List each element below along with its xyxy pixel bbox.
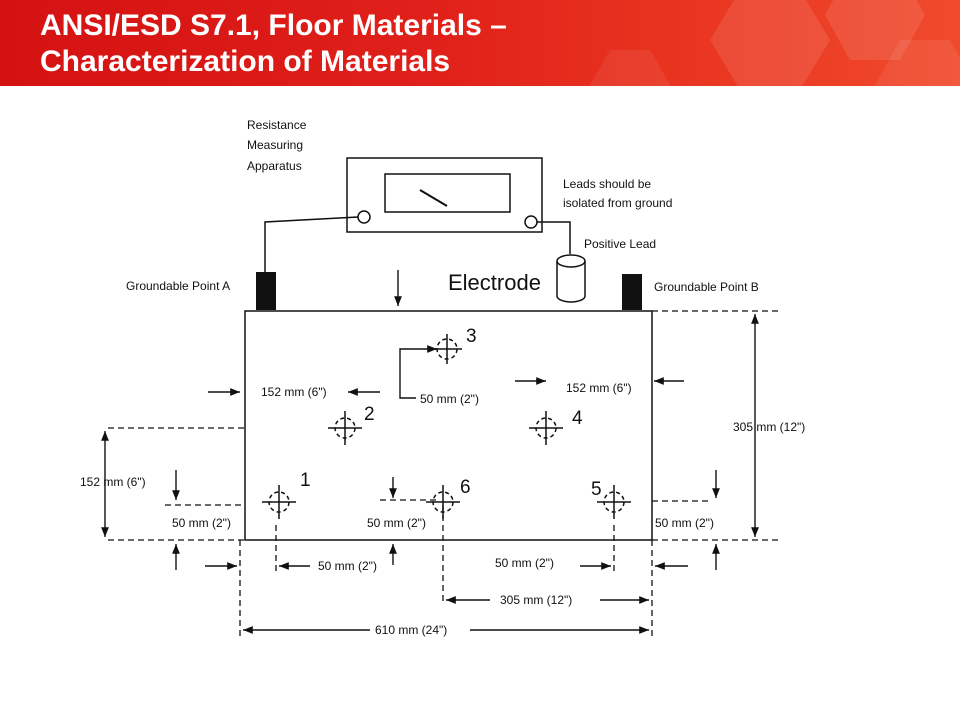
dim-50-bottom-right: 50 mm (2") — [495, 556, 554, 570]
meter-dial — [384, 173, 511, 213]
floor-sample — [244, 310, 653, 541]
test-point-5-mark — [597, 485, 631, 519]
meter-terminal-left — [357, 210, 371, 224]
page-title-line1: ANSI/ESD S7.1, Floor Materials – — [40, 9, 507, 42]
dim-152-side: 152 mm (6") — [80, 475, 146, 489]
groundable-point-a-block — [256, 272, 276, 310]
dim-50-right-bottom: 50 mm (2") — [655, 516, 714, 530]
dim-50-left-bottom: 50 mm (2") — [172, 516, 231, 530]
groundable-point-b-block — [622, 274, 642, 310]
test-point-4-label: 4 — [572, 408, 583, 429]
test-point-4-mark — [529, 411, 563, 445]
banner-hex-pattern — [590, 0, 960, 86]
positive-lead-label: Positive Lead — [584, 237, 656, 251]
test-point-5-label: 5 — [591, 479, 602, 500]
test-point-6-label: 6 — [460, 477, 471, 498]
dim-50-p6: 50 mm (2") — [367, 516, 426, 530]
leads-note-1: Leads should be — [563, 177, 651, 191]
page-title: ANSI/ESD S7.1, Floor Materials – Charact… — [40, 8, 507, 80]
meter-needle — [419, 189, 448, 207]
ground-lead-wire — [264, 216, 359, 272]
meter-label-3: Apparatus — [247, 159, 302, 173]
dim-50-p3: 50 mm (2") — [420, 392, 479, 406]
test-point-3-label: 3 — [466, 326, 477, 347]
dim-50-bottom-left: 50 mm (2") — [318, 559, 377, 573]
title-banner: ANSI/ESD S7.1, Floor Materials – Charact… — [0, 0, 960, 86]
meter-terminal-right — [524, 215, 538, 229]
dim-305-width: 305 mm (12") — [500, 593, 572, 607]
groundable-point-a-label: Groundable Point A — [126, 279, 230, 293]
positive-lead-wire — [537, 221, 571, 254]
leads-note-2: isolated from ground — [563, 196, 672, 210]
dim-610-width: 610 mm (24") — [375, 623, 447, 637]
groundable-point-b-label: Groundable Point B — [654, 280, 759, 294]
test-point-1-mark — [262, 485, 296, 519]
test-point-2-label: 2 — [364, 404, 375, 425]
page-title-line2: Characterization of Materials — [40, 45, 451, 78]
dim-152-left: 152 mm (6") — [261, 385, 327, 399]
test-point-2-mark — [328, 411, 362, 445]
electrode-cylinder — [556, 261, 586, 303]
electrode-label: Electrode — [448, 270, 541, 295]
dim-152-right: 152 mm (6") — [566, 381, 632, 395]
test-point-1-label: 1 — [300, 470, 311, 491]
meter-label-2: Measuring — [247, 138, 303, 152]
electrode-cylinder-top — [556, 254, 586, 268]
meter-label-1: Resistance — [247, 118, 307, 132]
resistance-meter — [346, 157, 543, 233]
leader-50-p3 — [399, 345, 437, 399]
dim-305-height: 305 mm (12") — [733, 420, 805, 434]
test-point-6-mark — [426, 485, 460, 519]
